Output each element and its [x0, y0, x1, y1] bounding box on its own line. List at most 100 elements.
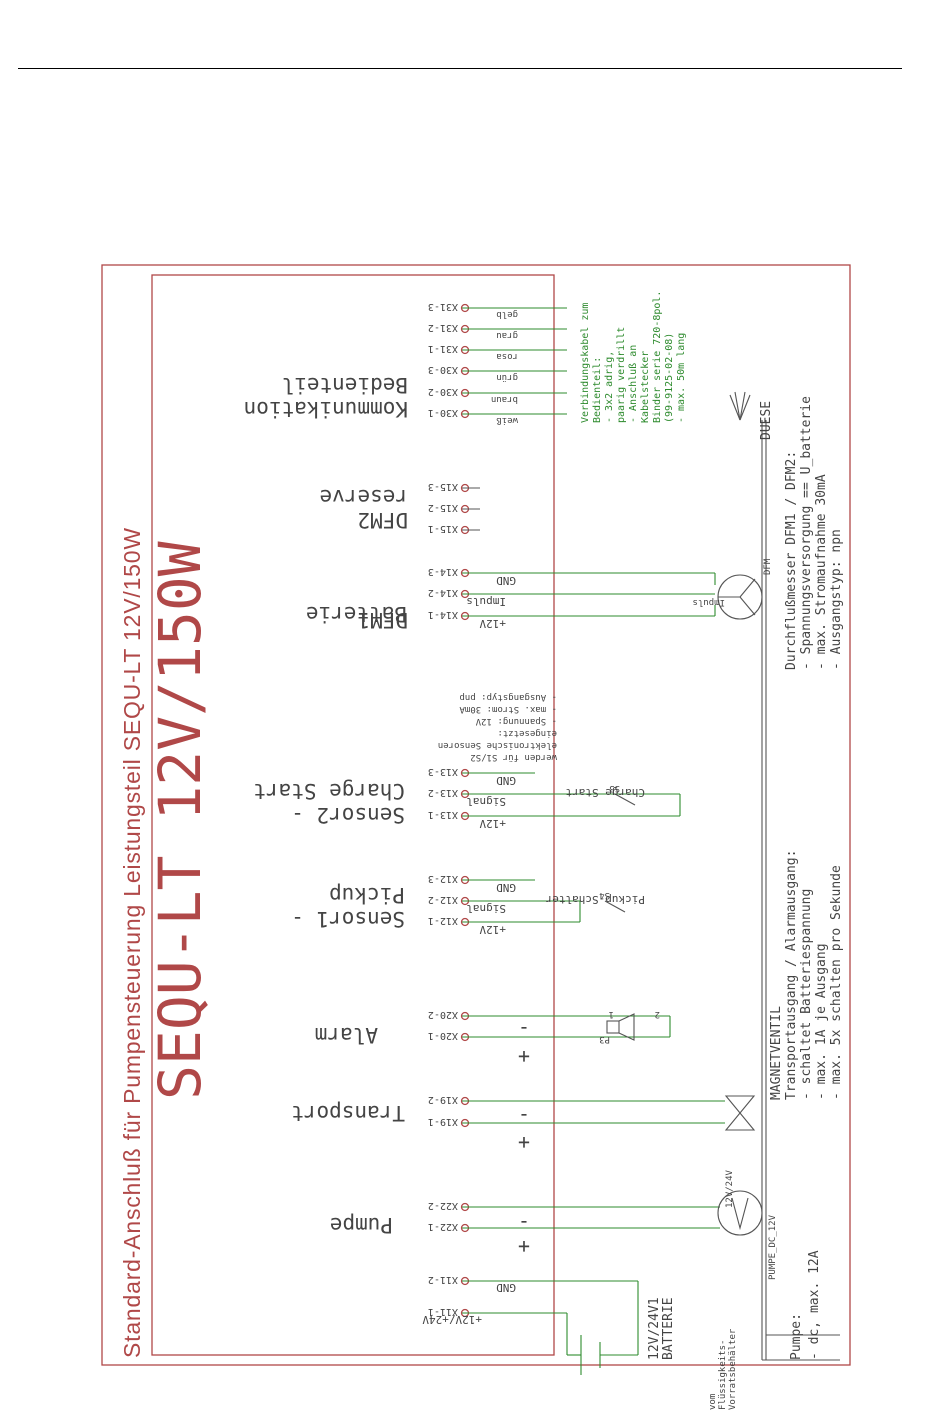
group-dfm2: DFM2	[357, 508, 408, 532]
inner-box	[151, 274, 555, 1356]
pin-label-x30-1: X30-1	[428, 407, 458, 418]
note-dfm-3: - max. Stromaufnahme 30mA	[814, 474, 829, 670]
cable-note-9: - max. 50m lang	[676, 333, 687, 423]
pin-label-x15-2: X15-2	[428, 502, 458, 513]
alarm-minus-sign: -	[518, 1017, 530, 1041]
alarm-plus-sign: +	[518, 1045, 530, 1069]
fluid-path: 12V/24V PUMPE_DC_12V Impuls DFM DUESE	[692, 391, 840, 1361]
wire-label-batt-gnd: GND	[496, 1281, 516, 1294]
reservoir-b: Flüssigkeits-	[718, 1340, 728, 1410]
pin-label-x19-1: X19-1	[428, 1116, 458, 1127]
p3-label: P3	[599, 1034, 610, 1044]
group-sensor1-a: Sensor1 -	[291, 907, 405, 931]
switch-s4-label: S4	[599, 890, 610, 900]
pump-icon	[717, 1190, 763, 1236]
pin-label-x14-2: X14-2	[428, 587, 458, 598]
note-pumpe-1: Pumpe:	[789, 1313, 804, 1360]
horn-icon	[618, 1013, 635, 1041]
cable-note-8: (99-9125-02-08)	[664, 333, 675, 423]
valve-top	[724, 1112, 756, 1131]
cable-note-7: Binder serie 720-8pol.	[652, 291, 663, 423]
wire-label-x12-gnd: GND	[496, 881, 516, 894]
wire-label-x12-signal: Signal	[466, 902, 506, 915]
transport-minus-sign: -	[518, 1104, 530, 1128]
nozzle-label: DUESE	[759, 401, 774, 440]
group-dfm1: DFM1	[357, 608, 408, 632]
pin-label-x19-2: X19-2	[428, 1094, 458, 1105]
cable-note-2: Bedienteil:	[592, 357, 603, 423]
flow-meter-impuls: Impuls	[692, 597, 725, 607]
cable-color-1: weiß	[496, 415, 518, 425]
reservoir-note: vom Flüssigkeits- Vorratsbehälter	[708, 1328, 738, 1410]
pin-label-x12-2: X12-2	[428, 894, 458, 905]
pin-label-x15-3: X15-3	[428, 481, 458, 492]
pin-label-x14-3: X14-3	[428, 566, 458, 577]
switch-pickup-label: Pickup-Schalter	[545, 893, 645, 906]
switch-s3-label: S3	[609, 783, 620, 793]
sheet-title: Standard-Anschluß für Pumpensteuerung Le…	[119, 527, 145, 1358]
notes: Pumpe: - dc, max. 12A MAGNETVENTIL Trans…	[769, 396, 844, 1360]
pumpe-minus-sign: -	[518, 1211, 530, 1235]
cable-color-4: rosa	[496, 351, 518, 361]
pin-label-x22-1: X22-1	[428, 1221, 458, 1232]
group-batterie: Batterie	[306, 602, 407, 626]
note-dfm-4: - Ausgangstyp: npn	[829, 529, 844, 670]
switch-charge-label: Charge Start	[566, 786, 645, 799]
group-komm-a: Kommunikation	[244, 397, 408, 421]
reservoir-c: Vorratsbehälter	[728, 1328, 738, 1410]
cable-color-5: grau	[496, 330, 518, 340]
connector-x15: X15-1 X15-2 X15-3	[428, 481, 480, 535]
switch-s4	[604, 900, 626, 913]
sensor-note-1: werden für S1/S2	[470, 752, 557, 762]
pin-label-x14-1: X14-1	[428, 609, 458, 620]
group-reserve: reserve	[319, 485, 408, 509]
wire-label-x14-plus: +12V	[479, 617, 506, 630]
sensor-note-3: eingesetzt:	[497, 728, 557, 738]
wire-label-batt-plus: +12V/+24V	[422, 1313, 482, 1326]
pump-name: PUMPE_DC_12V	[768, 1214, 778, 1280]
cable-note-6: Kabelstecker	[640, 351, 651, 423]
connector-x12: X12-1 X12-2 X12-3 S4 Pickup-Schalter +12…	[428, 873, 645, 936]
pin-label-x30-2: X30-2	[428, 386, 458, 397]
pin-label-x13-3: X13-3	[428, 766, 458, 777]
wire-label-x12-plus: +12V	[479, 923, 506, 936]
group-sensor1-b: Pickup	[329, 883, 405, 907]
note-dfm-1: Durchflußmesser DFM1 / DFM2:	[784, 451, 799, 670]
sensor-note-6: - Ausgangstyp: pnp	[459, 692, 557, 702]
group-komm-b: Bedienteil	[282, 373, 408, 397]
schematic-rotated: Batterie Pumpe Transport Alarm Sensor1 -…	[244, 291, 844, 1410]
flow-meter-name: DFM	[763, 558, 773, 575]
wire-label-x14-impuls: Impuls	[466, 595, 506, 608]
group-pumpe: Pumpe	[330, 1213, 393, 1237]
connector-x14: X14-1 X14-2 X14-3 +12V Impuls GND	[428, 566, 716, 630]
pin-label-x31-2: X31-2	[428, 322, 458, 333]
note-transport-3: - max. 1A je Ausgang	[814, 943, 829, 1100]
cable-note-4: paarig verdrillt	[616, 327, 627, 423]
wire-label-x13-gnd: GND	[496, 774, 516, 787]
pin-label-x13-1: X13-1	[428, 809, 458, 820]
valve-bottom	[724, 1095, 756, 1114]
group-sensor2-a: Sensor2 -	[291, 803, 405, 827]
sensor-note-4: - Spannung: 12V	[475, 716, 557, 726]
cable-color-3: grün	[496, 372, 518, 382]
pin-label-x30-3: X30-3	[428, 364, 458, 375]
sensor-note: werden für S1/S2 elektronische Sensoren …	[438, 692, 557, 762]
pin-label-x11-1: X11-1	[428, 1306, 458, 1317]
sensor-note-5: - max. Strom: 30mA	[459, 704, 557, 714]
pin-label-x15-1: X15-1	[428, 523, 458, 534]
pin-label-x22-2: X22-2	[428, 1200, 458, 1211]
cable-note-3: - 3x2 adrig,	[604, 351, 615, 423]
pin-label-x11-2: X11-2	[428, 1274, 458, 1285]
connector-x30-x31: X30-1 X30-2 X30-3 X31-1 X31-2 X31-3 weiß…	[428, 301, 567, 425]
note-transport-2: - schaltet Batteriespannung	[799, 889, 814, 1100]
connector-x13: X13-1 X13-2 X13-3 S3 Charge Start +12V S…	[428, 766, 681, 830]
wire-label-x14-gnd: GND	[496, 574, 516, 587]
horn-body	[606, 1020, 620, 1034]
battery-label-a: 12V/24V1	[647, 1297, 662, 1360]
note-dfm-2: - Spannungsversorgung == U_batterie	[799, 396, 814, 670]
note-transport-4: - max. 5x schalten pro Sekunde	[829, 865, 844, 1100]
sensor-note-2: elektronische Sensoren	[438, 740, 557, 750]
p3-pin2: 2	[655, 1009, 660, 1019]
magnetventil-label: MAGNETVENTIL	[769, 1006, 784, 1100]
reservoir-a: vom	[708, 1394, 718, 1410]
